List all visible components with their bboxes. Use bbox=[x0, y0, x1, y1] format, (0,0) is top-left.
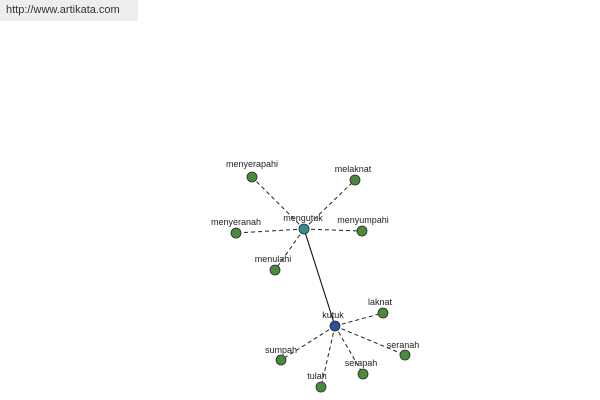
label-sumpah[interactable]: sumpah bbox=[265, 345, 297, 355]
edge-mengutuk-melaknat bbox=[303, 179, 356, 230]
edge-kutuk-seranah bbox=[334, 325, 406, 356]
node-menulahi[interactable] bbox=[269, 264, 281, 276]
label-menyeranah[interactable]: menyeranah bbox=[211, 217, 261, 227]
edge-mengutuk-menyerapahi bbox=[251, 176, 305, 230]
node-serapah[interactable] bbox=[357, 368, 369, 380]
edge-kutuk-tulah bbox=[320, 325, 336, 388]
node-menyumpahi[interactable] bbox=[356, 225, 368, 237]
edge-kutuk-serapah bbox=[334, 325, 364, 375]
edge-mengutuk-menulahi bbox=[274, 228, 305, 271]
node-seranah[interactable] bbox=[399, 349, 411, 361]
edge-mengutuk-menyumpahi bbox=[303, 228, 363, 232]
label-menulahi[interactable]: menulahi bbox=[255, 254, 292, 264]
edge-kutuk-sumpah bbox=[280, 325, 336, 361]
label-seranah[interactable]: seranah bbox=[387, 340, 420, 350]
label-laknat[interactable]: laknat bbox=[368, 297, 393, 307]
node-sumpah[interactable] bbox=[275, 354, 287, 366]
node-kutuk[interactable] bbox=[329, 320, 341, 332]
node-laknat[interactable] bbox=[377, 307, 389, 319]
label-melaknat[interactable]: melaknat bbox=[335, 164, 372, 174]
node-melaknat[interactable] bbox=[349, 174, 361, 186]
label-mengutuk[interactable]: mengutuk bbox=[283, 213, 323, 223]
node-tulah[interactable] bbox=[315, 381, 327, 393]
label-tulah[interactable]: tulah bbox=[307, 371, 327, 381]
label-menyerapahi[interactable]: menyerapahi bbox=[226, 159, 278, 169]
edge-kutuk-laknat bbox=[334, 312, 384, 327]
label-serapah[interactable]: serapah bbox=[345, 358, 378, 368]
node-mengutuk[interactable] bbox=[298, 223, 310, 235]
label-menyumpahi[interactable]: menyumpahi bbox=[337, 215, 389, 225]
node-menyerapahi[interactable] bbox=[246, 171, 258, 183]
label-kutuk[interactable]: kutuk bbox=[322, 310, 344, 320]
source-url[interactable]: http://www.artikata.com bbox=[0, 0, 138, 21]
edge-mengutuk-kutuk bbox=[303, 228, 336, 327]
node-menyeranah[interactable] bbox=[230, 227, 242, 239]
edge-mengutuk-menyeranah bbox=[235, 228, 305, 234]
